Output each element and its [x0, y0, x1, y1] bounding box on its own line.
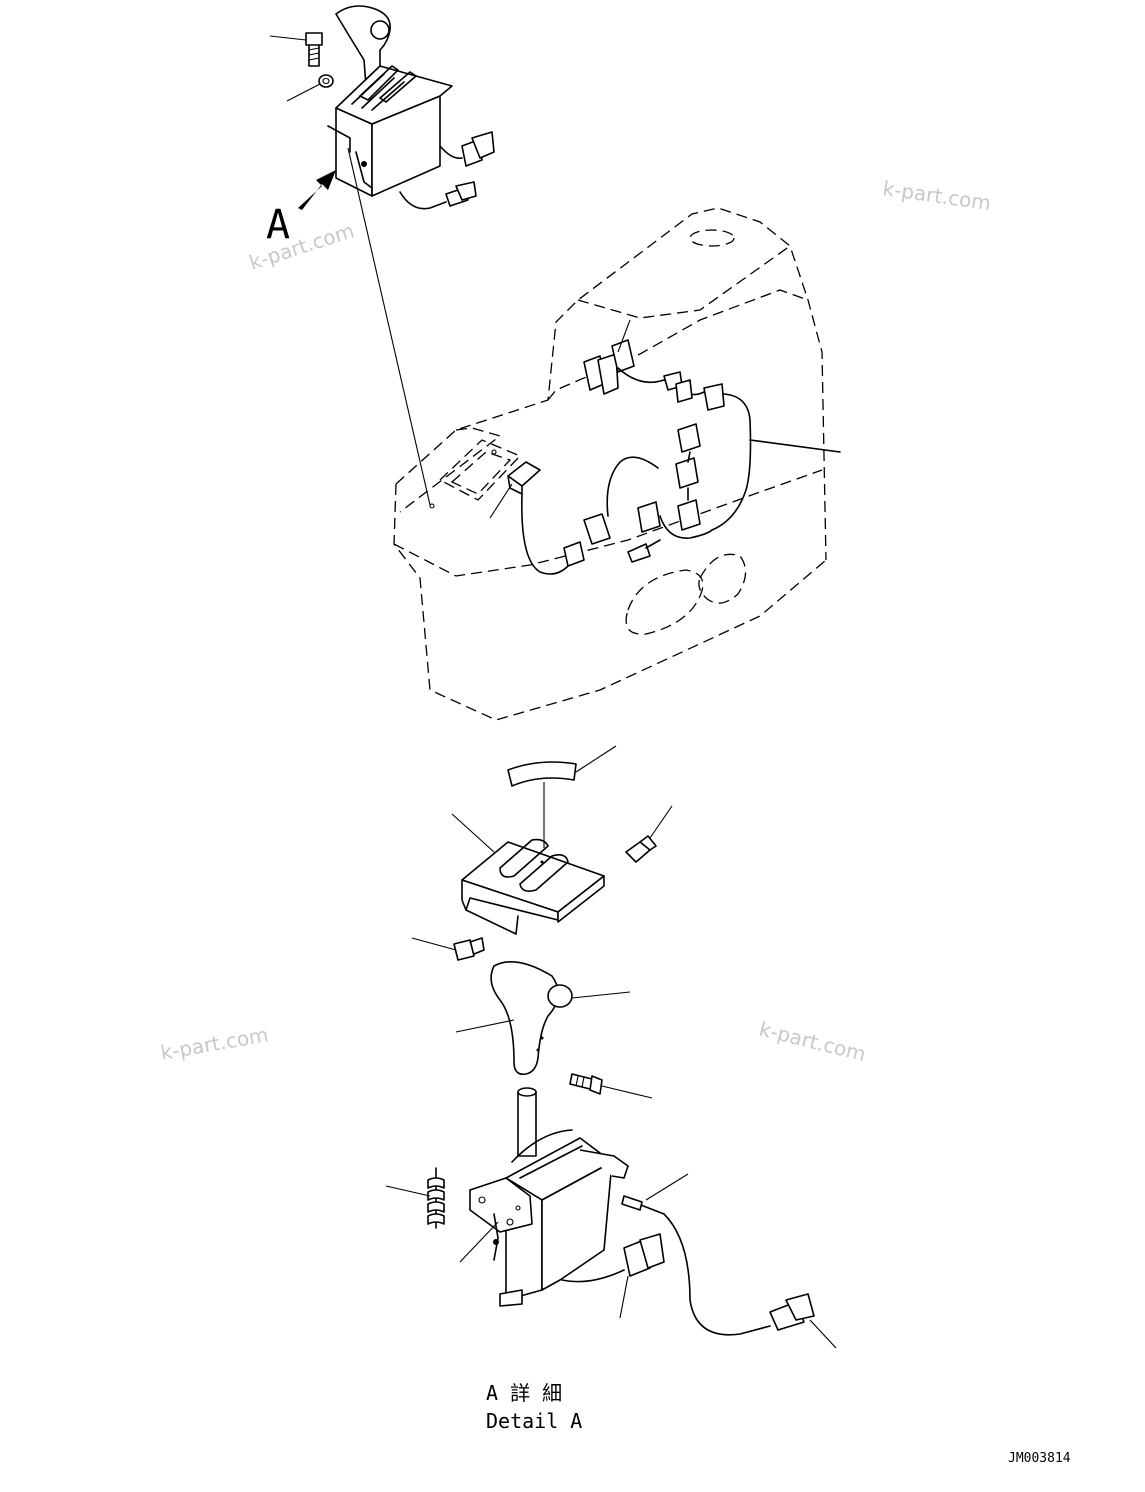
watermark-top-left: k-part.com — [246, 218, 357, 274]
watermark-mid-left: k-part.com — [159, 1022, 270, 1065]
cover — [461, 782, 605, 935]
leader-knob-button — [571, 991, 631, 999]
label-plate — [507, 761, 577, 787]
view-arrow-a: A — [266, 170, 336, 248]
watermark-top-right: k-part.com — [881, 176, 992, 215]
leader-cover — [451, 813, 495, 853]
leader-switch — [489, 483, 513, 519]
leader-set-screw — [601, 1085, 653, 1099]
drawing-number: JM003814 — [1008, 1451, 1071, 1466]
shift-knob — [490, 960, 573, 1076]
view-label-a: A — [266, 202, 290, 248]
screw-right — [625, 835, 657, 863]
leader-bracket — [459, 1221, 499, 1263]
shift-box — [469, 1129, 629, 1307]
leader-relay — [617, 319, 631, 353]
leader-screw-left — [411, 937, 457, 951]
detail-caption-jp: A 詳 細 — [486, 1381, 562, 1405]
spring — [427, 1167, 445, 1229]
leader-connector-a — [645, 1173, 689, 1201]
bolt-top — [305, 32, 323, 67]
detail-caption-en: Detail A — [486, 1409, 582, 1433]
set-screw — [569, 1073, 603, 1095]
washer-top — [318, 74, 334, 88]
leader-label-plate — [575, 745, 617, 773]
leader-knob — [455, 1019, 515, 1033]
watermark-mid-right: k-part.com — [757, 1017, 868, 1067]
detail-a-exploded — [385, 745, 837, 1349]
screw-left — [453, 937, 485, 961]
leader-to-console — [347, 147, 431, 506]
leader-bolt — [269, 35, 307, 41]
leader-connector-b — [809, 1319, 837, 1349]
wire-harness — [489, 319, 841, 575]
leader-screw-right — [649, 805, 673, 839]
leader-connector-c — [619, 1275, 629, 1319]
leader-harness — [749, 439, 841, 453]
console-housing — [393, 207, 827, 721]
leader-washer — [286, 83, 321, 102]
lever-shaft — [517, 1091, 537, 1157]
leader-spring — [385, 1185, 431, 1197]
lever-assembly-small — [269, 5, 495, 506]
